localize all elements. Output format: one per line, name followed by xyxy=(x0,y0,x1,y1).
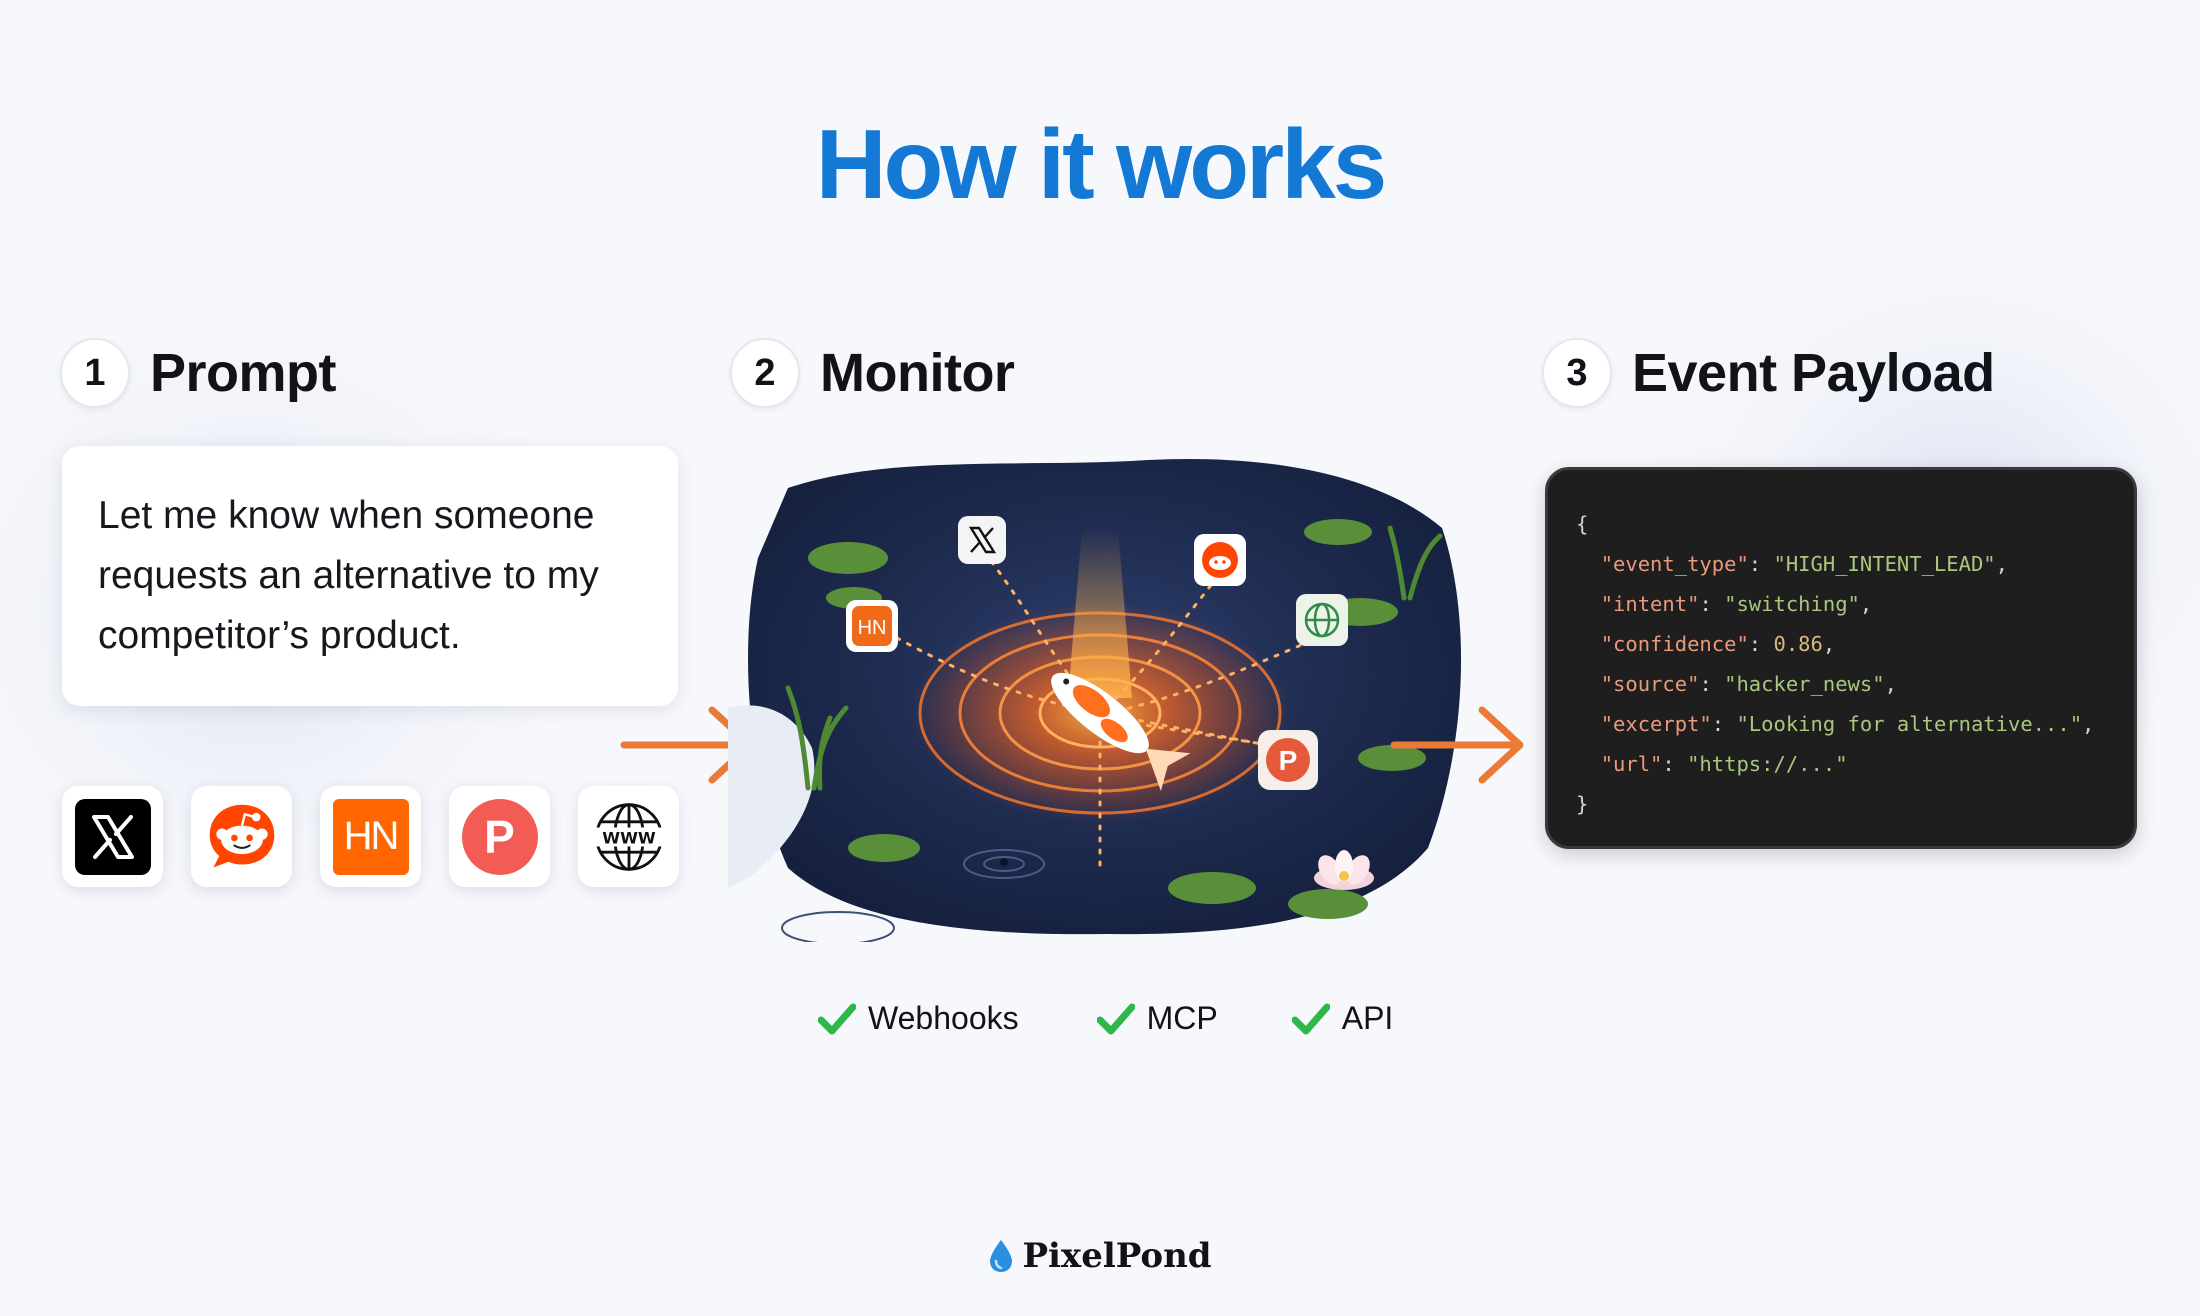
code-line: "excerpt": "Looking for alternative...", xyxy=(1600,712,2095,736)
code-key: "excerpt" xyxy=(1600,712,1712,736)
pond-badge-reddit xyxy=(1194,534,1246,586)
code-key: "event_type" xyxy=(1600,552,1749,576)
source-reddit xyxy=(191,786,292,887)
step-2-number: 2 xyxy=(730,338,800,408)
event-payload-code: { "event_type": "HIGH_INTENT_LEAD", "int… xyxy=(1545,467,2137,849)
prompt-line: competitor’s product. xyxy=(98,614,461,657)
brand: PixelPond xyxy=(0,1236,2200,1276)
code-value: "switching" xyxy=(1724,592,1860,616)
step-2-label: Monitor xyxy=(820,343,1015,403)
www-globe-icon: WWW xyxy=(591,799,667,875)
pond-badge-product-hunt: P xyxy=(1258,730,1318,790)
code-value: "Looking for alternative..." xyxy=(1736,712,2083,736)
koi-pond-illustration: HN P xyxy=(728,458,1462,942)
code-value: "https://..." xyxy=(1687,752,1848,776)
step-1-label: Prompt xyxy=(150,343,337,403)
code-key: "intent" xyxy=(1600,592,1700,616)
hacker-news-logo-icon: HN xyxy=(332,798,409,875)
water-drop-icon xyxy=(990,1240,1013,1272)
step-1-header: 1 Prompt xyxy=(60,338,337,408)
page-title: How it works xyxy=(815,109,1387,219)
pond-badge-hn: HN xyxy=(846,600,898,652)
code-line: "intent": "switching", xyxy=(1600,592,1873,616)
step-2-header: 2 Monitor xyxy=(730,338,1015,408)
checkmark-icon xyxy=(1291,1003,1330,1034)
source-list: HN P WWW xyxy=(62,786,679,887)
checkmark-icon xyxy=(1096,1003,1135,1034)
hacker-news-label: HN xyxy=(343,814,400,858)
checkmark-icon xyxy=(818,1003,856,1034)
pond-badge-web xyxy=(1296,594,1348,646)
integration-label: MCP xyxy=(1146,1000,1218,1036)
integration-item: API xyxy=(1291,1000,1394,1037)
step-1-number: 1 xyxy=(60,338,130,408)
code-value: "hacker_news" xyxy=(1724,672,1885,696)
integration-item: MCP xyxy=(1096,1000,1218,1037)
product-hunt-label: P xyxy=(484,810,515,863)
code-open-brace: { xyxy=(1576,512,1589,536)
source-hacker-news: HN xyxy=(320,786,421,887)
brand-name: PixelPond xyxy=(1022,1236,1212,1276)
source-product-hunt: P xyxy=(449,786,550,887)
step-3-number: 3 xyxy=(1542,338,1612,408)
source-web: WWW xyxy=(578,786,679,887)
code-value: 0.86 xyxy=(1773,632,1823,656)
x-logo-icon xyxy=(74,798,151,875)
code-key: "url" xyxy=(1600,752,1663,776)
integration-list: Webhooks MCP API xyxy=(818,1000,1393,1037)
prompt-line: Let me know when someone xyxy=(98,494,595,537)
code-key: "confidence" xyxy=(1600,632,1749,656)
prompt-line: requests an alternative to my xyxy=(98,554,599,597)
code-value: "HIGH_INTENT_LEAD" xyxy=(1773,552,1996,576)
product-hunt-logo-icon: P xyxy=(461,798,538,875)
www-label: WWW xyxy=(602,828,656,847)
code-line: "confidence": 0.86, xyxy=(1600,632,1836,656)
pond-badge-x xyxy=(958,516,1006,564)
prompt-card: Let me know when someone requests an alt… xyxy=(62,446,678,706)
code-line: "source": "hacker_news", xyxy=(1600,672,1897,696)
code-line: "url": "https://..." xyxy=(1600,752,1848,776)
integration-item: Webhooks xyxy=(818,1000,1019,1037)
integration-label: API xyxy=(1341,1000,1394,1036)
integration-label: Webhooks xyxy=(868,1000,1019,1036)
step-3-header: 3 Event Payload xyxy=(1542,338,1995,408)
step-3-label: Event Payload xyxy=(1632,343,1995,403)
code-line: "event_type": "HIGH_INTENT_LEAD", xyxy=(1600,552,2008,576)
pond-badge-product-hunt-label: P xyxy=(1279,745,1298,776)
pond-badge-hn-label: HN xyxy=(858,617,887,639)
reddit-logo-icon xyxy=(204,799,280,875)
arrow-right-icon xyxy=(1390,706,1524,784)
code-close-brace: } xyxy=(1576,792,1589,816)
code-key: "source" xyxy=(1600,672,1700,696)
source-x xyxy=(62,786,163,887)
